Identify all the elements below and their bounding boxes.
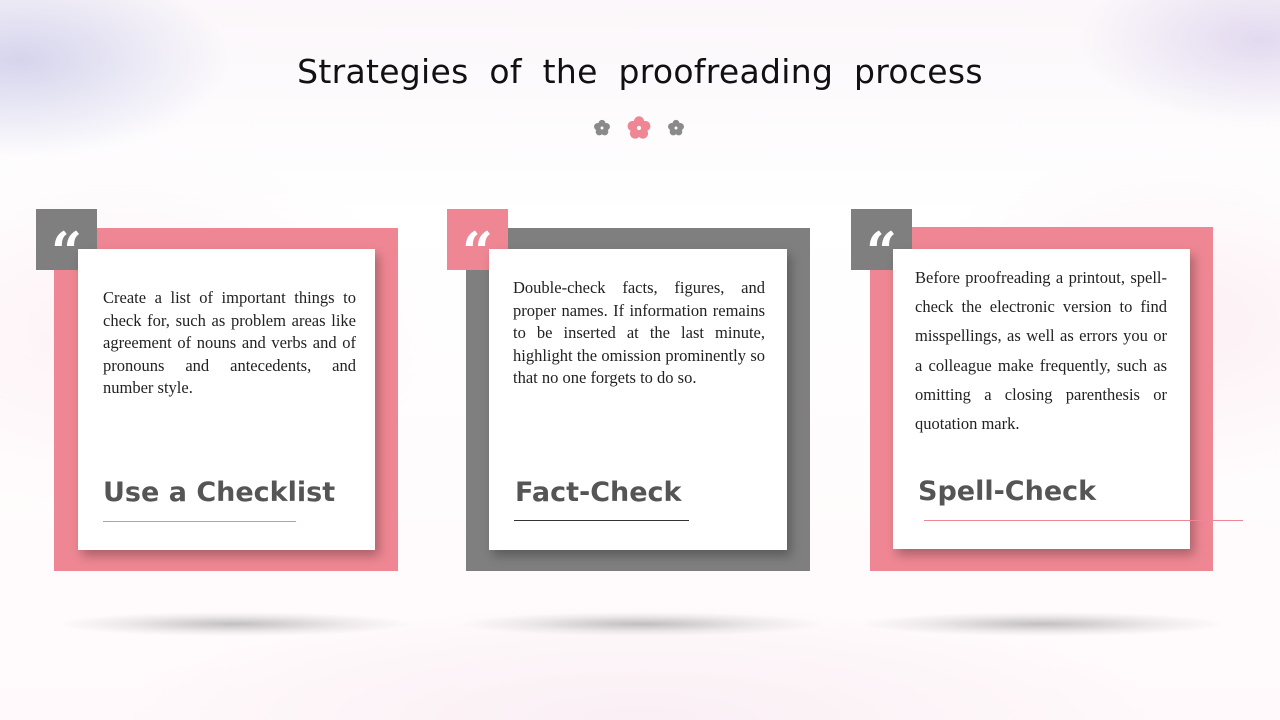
card-heading: Fact-Check [515, 477, 682, 508]
heading-underline [514, 520, 689, 521]
heading-underline [103, 521, 296, 522]
card-floor-shadow [60, 612, 410, 636]
flower-icon [668, 119, 684, 136]
card-heading: Use a Checklist [103, 477, 336, 508]
flower-ornament [590, 113, 690, 143]
flower-icon [627, 116, 651, 139]
card-floor-shadow [862, 612, 1222, 636]
card-description: Create a list of important things to che… [103, 288, 356, 397]
card-floor-shadow [462, 612, 822, 636]
card-description: Before proofreading a printout, spell-ch… [915, 268, 1167, 434]
card-heading: Spell-Check [918, 476, 1097, 507]
card-panel [489, 249, 787, 550]
card-panel [78, 249, 375, 550]
card-panel [893, 249, 1190, 549]
page-title: Strategies of the proofreading process [297, 52, 983, 91]
quote-mark-icon: “ [851, 209, 912, 284]
heading-underline [924, 520, 1243, 521]
flower-icon [594, 119, 610, 136]
card-description: Double-check facts, figures, and proper … [513, 278, 765, 387]
